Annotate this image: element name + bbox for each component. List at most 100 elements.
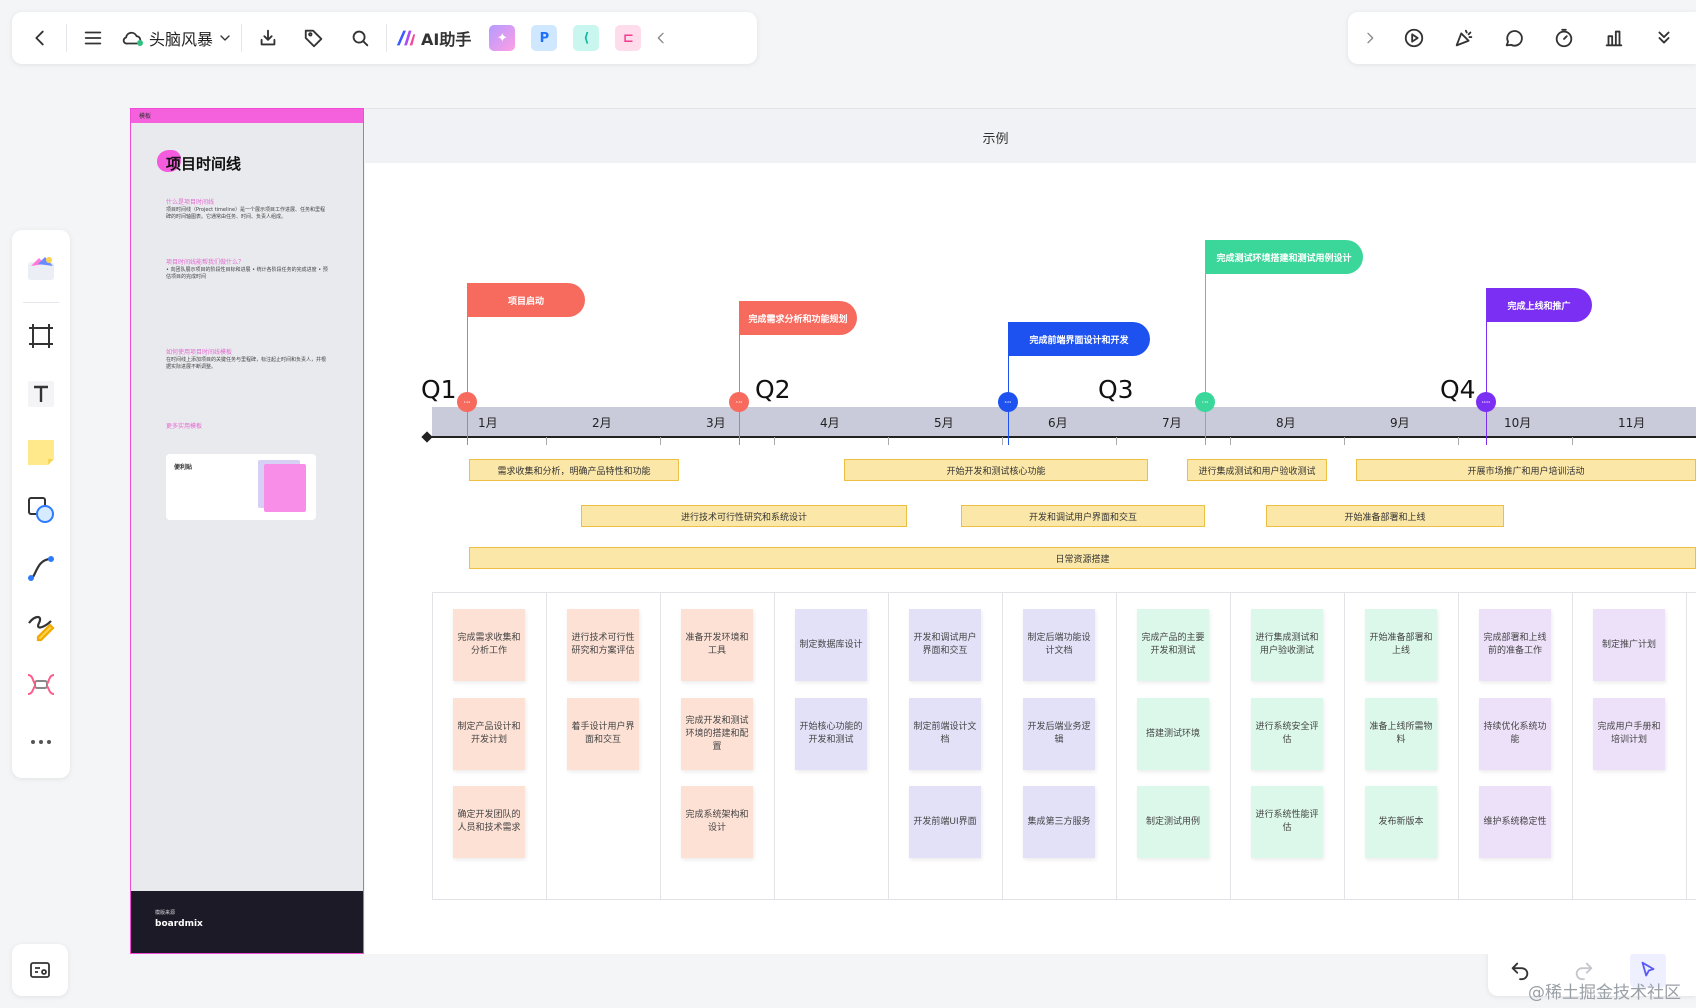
watermark: @稀土掘金技术社区 xyxy=(1528,983,1681,1003)
chevron-right-icon xyxy=(1367,32,1374,44)
task-bar[interactable]: 开发和调试用户界面和交互 xyxy=(961,505,1205,527)
minimap-button[interactable] xyxy=(12,944,68,996)
sticky-note[interactable]: 搭建测试环境 xyxy=(1137,698,1209,770)
sticky-note[interactable]: 开发后端业务逻辑 xyxy=(1023,698,1095,770)
template-footer-small: 模版来源 xyxy=(155,910,176,916)
text-tool[interactable] xyxy=(20,373,62,415)
redo-button[interactable] xyxy=(1566,952,1602,988)
mindmap-icon xyxy=(27,674,55,695)
sticky-note[interactable]: 确定开发团队的人员和技术需求 xyxy=(453,786,525,858)
pen-tool[interactable] xyxy=(20,605,62,647)
mindmap-tool[interactable] xyxy=(20,663,62,705)
ai-assistant-button[interactable]: AI助手 xyxy=(395,20,471,56)
comment-button[interactable] xyxy=(1496,20,1532,56)
more-collab-button[interactable] xyxy=(1646,20,1682,56)
sticky-note[interactable]: 完成系统架构和设计 xyxy=(681,786,753,858)
template-paragraph-2: • 向团队展示项目的阶段性目标和进展 • 统计各阶段任务的完成进度 • 预估项目… xyxy=(166,267,328,280)
sticky-note[interactable]: 制定前端设计文档 xyxy=(909,698,981,770)
present-button[interactable] xyxy=(1396,20,1432,56)
task-bar[interactable]: 进行技术可行性研究和系统设计 xyxy=(581,505,907,527)
sticky-note[interactable]: 完成部署和上线前的准备工作 xyxy=(1479,609,1551,681)
month-label: 2月 xyxy=(592,416,612,430)
task-bar[interactable]: 开始开发和测试核心功能 xyxy=(844,459,1148,481)
sticky-note[interactable]: 进行技术可行性研究和方案评估 xyxy=(567,609,639,681)
milestone-flag[interactable]: 完成前端界面设计和开发 xyxy=(1008,322,1150,356)
search-icon xyxy=(352,30,369,47)
presentation-app-icon[interactable]: P xyxy=(531,25,558,51)
mindmap-app-icon[interactable]: ⟨ xyxy=(573,25,600,51)
sticky-note[interactable]: 进行系统性能评估 xyxy=(1251,786,1323,858)
sticky-note[interactable]: 准备上线所需物料 xyxy=(1365,698,1437,770)
shape-tool[interactable] xyxy=(20,489,62,531)
milestone-dot[interactable]: 6.01 xyxy=(998,392,1018,412)
task-bar[interactable]: 开始准备部署和上线 xyxy=(1266,505,1504,527)
collapse-apps-button[interactable] xyxy=(649,20,673,56)
sticky-note[interactable]: 开始准备部署和上线 xyxy=(1365,609,1437,681)
sticky-note[interactable]: 集成第三方服务 xyxy=(1023,786,1095,858)
flowchart-app-icon[interactable]: ⊏ xyxy=(615,25,642,51)
sticky-note[interactable]: 制定推广计划 xyxy=(1593,609,1665,681)
sticky-note[interactable]: 开始核心功能的开发和测试 xyxy=(795,698,867,770)
sticky-note[interactable]: 制定测试用例 xyxy=(1137,786,1209,858)
export-button[interactable] xyxy=(250,20,286,56)
task-bar[interactable]: 日常资源搭建 xyxy=(469,547,1696,569)
sticky-note[interactable]: 发布新版本 xyxy=(1365,786,1437,858)
chevron-down-icon xyxy=(220,35,230,41)
sticky-note[interactable]: 进行集成测试和用户验收测试 xyxy=(1251,609,1323,681)
sticky-note[interactable]: 开发和调试用户界面和交互 xyxy=(909,609,981,681)
sticky-note[interactable]: 制定数据库设计 xyxy=(795,609,867,681)
menu-button[interactable] xyxy=(75,20,111,56)
sticky-note[interactable]: 完成需求收集和分析工作 xyxy=(453,609,525,681)
sticky-note[interactable]: 完成产品的主要开发和测试 xyxy=(1137,609,1209,681)
template-tool[interactable] xyxy=(20,248,62,290)
more-dots-icon xyxy=(31,740,51,744)
timer-button[interactable] xyxy=(1546,20,1582,56)
task-bar[interactable]: 开展市场推广和用户培训活动 xyxy=(1356,459,1696,481)
sticky-note[interactable]: 进行系统安全评估 xyxy=(1251,698,1323,770)
mode-selector[interactable]: 头脑风暴 xyxy=(121,20,233,56)
milestone-flag[interactable]: 项目启动 xyxy=(467,283,585,317)
task-bar[interactable]: 需求收集和分析，明确产品特性和功能 xyxy=(469,459,679,481)
grid-column-line xyxy=(660,592,661,899)
frame-icon xyxy=(29,324,53,348)
sticky-note[interactable]: 完成用户手册和培训计划 xyxy=(1593,698,1665,770)
ai-logo-icon xyxy=(396,30,416,46)
sticky-note[interactable]: 制定后端功能设计文档 xyxy=(1023,609,1095,681)
select-tool-button[interactable] xyxy=(1630,952,1666,988)
minimap-icon xyxy=(30,962,50,978)
celebrate-button[interactable] xyxy=(1446,20,1482,56)
milestone-flag[interactable]: 完成需求分析和功能规划 xyxy=(739,301,857,335)
sticky-note[interactable]: 制定产品设计和开发计划 xyxy=(453,698,525,770)
expand-button[interactable] xyxy=(1358,20,1382,56)
undo-button[interactable] xyxy=(1502,952,1538,988)
milestone-dot[interactable]: 7.31 xyxy=(1195,392,1215,412)
tag-button[interactable] xyxy=(296,20,332,56)
sticky-note[interactable]: 完成开发和测试环境的搭建和配置 xyxy=(681,698,753,770)
frame-tool[interactable] xyxy=(20,315,62,357)
sticky-note-tool[interactable] xyxy=(20,431,62,473)
sticky-note[interactable]: 持续优化系统功能 xyxy=(1479,698,1551,770)
sticky-note[interactable]: 维护系统稳定性 xyxy=(1479,786,1551,858)
template-card[interactable]: 模板 项目时间线 什么是项目时间线 项目时间线（Project timeline… xyxy=(130,108,364,954)
sticky-note[interactable]: 开发前端UI界面 xyxy=(909,786,981,858)
search-button[interactable] xyxy=(342,20,378,56)
vote-icon xyxy=(1605,30,1623,47)
sticky-note[interactable]: 准备开发环境和工具 xyxy=(681,609,753,681)
vote-button[interactable] xyxy=(1596,20,1632,56)
connector-tool[interactable] xyxy=(20,547,62,589)
more-tools-button[interactable] xyxy=(20,721,62,763)
milestone-dot[interactable]: 3.31 xyxy=(729,392,749,412)
template-top-label: 模板 xyxy=(131,109,363,123)
month-label: 5月 xyxy=(934,416,954,430)
back-button[interactable] xyxy=(22,20,58,56)
milestone-dot[interactable]: 1.01 xyxy=(457,392,477,412)
connector-icon xyxy=(28,556,54,581)
month-tick xyxy=(1116,437,1117,445)
milestone-dot[interactable]: 10.01 xyxy=(1476,392,1496,412)
image-ai-app-icon[interactable]: ✦ xyxy=(489,25,516,51)
task-bar[interactable]: 进行集成测试和用户验收测试 xyxy=(1187,459,1327,481)
milestone-flag[interactable]: 完成测试环境搭建和测试用例设计 xyxy=(1205,240,1363,274)
sticky-note[interactable]: 着手设计用户界面和交互 xyxy=(567,698,639,770)
milestone-flag[interactable]: 完成上线和推广 xyxy=(1486,288,1592,322)
